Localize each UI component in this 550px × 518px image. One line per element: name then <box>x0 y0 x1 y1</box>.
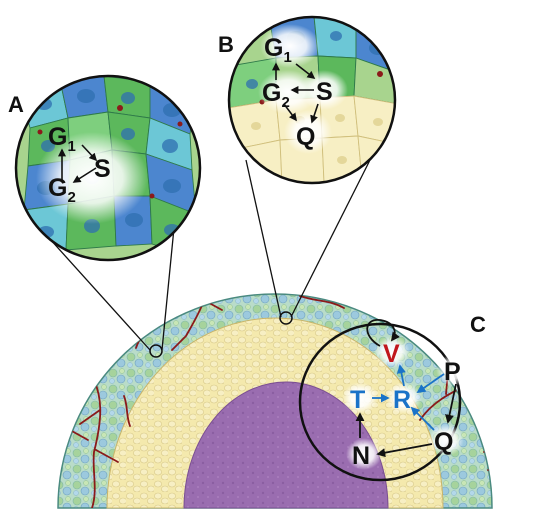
node-b-q: Q <box>296 123 315 151</box>
panel-b-letter: B <box>218 32 234 57</box>
node-c-q: Q <box>434 428 453 456</box>
panel-a-nodes: G1 S G2 <box>48 123 111 206</box>
arrows-c <box>355 319 457 458</box>
panel-c <box>298 322 472 482</box>
node-c-t: T <box>350 386 365 414</box>
node-a-s: S <box>94 155 111 183</box>
node-c-p: P <box>444 358 461 386</box>
panel-c-letter: C <box>470 312 486 337</box>
node-b-s: S <box>316 78 333 106</box>
panel-b-nodes: G1 G2 S Q <box>262 34 333 151</box>
arrows-a <box>58 144 98 183</box>
arrows-b <box>272 62 319 124</box>
zoom-point-b <box>279 311 293 325</box>
tumor-spheroid <box>57 293 493 509</box>
node-a-g2: G2 <box>48 174 76 206</box>
node-c-r: R <box>393 386 411 414</box>
zoom-point-a <box>149 344 163 358</box>
panel-c-nodes: V T R P Q N <box>350 340 461 470</box>
node-b-g2: G2 <box>262 79 290 111</box>
node-c-n: N <box>352 442 370 470</box>
node-c-v: V <box>383 340 400 368</box>
inset-a <box>14 74 202 262</box>
panel-a-letter: A <box>8 92 24 117</box>
zoom-connectors <box>39 159 371 351</box>
inset-b <box>227 15 397 185</box>
node-b-g1: G1 <box>264 34 292 66</box>
node-a-g1: G1 <box>48 123 76 155</box>
